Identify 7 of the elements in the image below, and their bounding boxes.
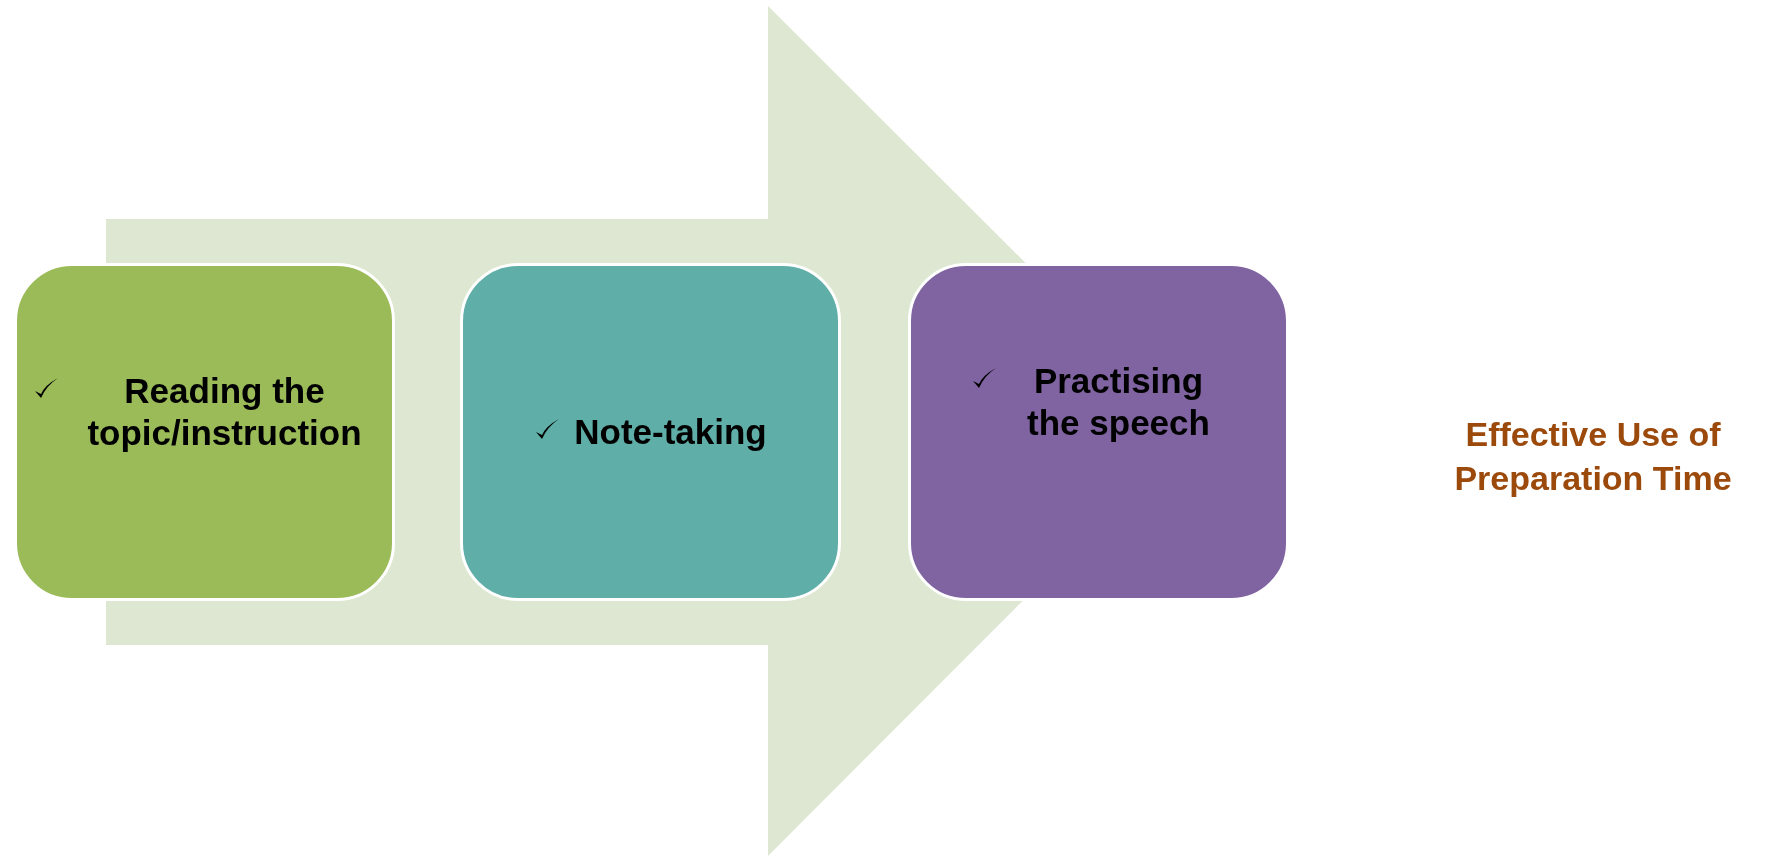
step-box [460, 263, 841, 601]
step-label: Reading the topic/instruction [86, 370, 363, 454]
step-box [14, 263, 395, 601]
step-label: Practising the speech [1026, 360, 1211, 444]
step-label: Note-taking [574, 411, 767, 453]
step-box [908, 263, 1289, 601]
diagram-title: Effective Use of Preparation Time [1453, 414, 1733, 500]
